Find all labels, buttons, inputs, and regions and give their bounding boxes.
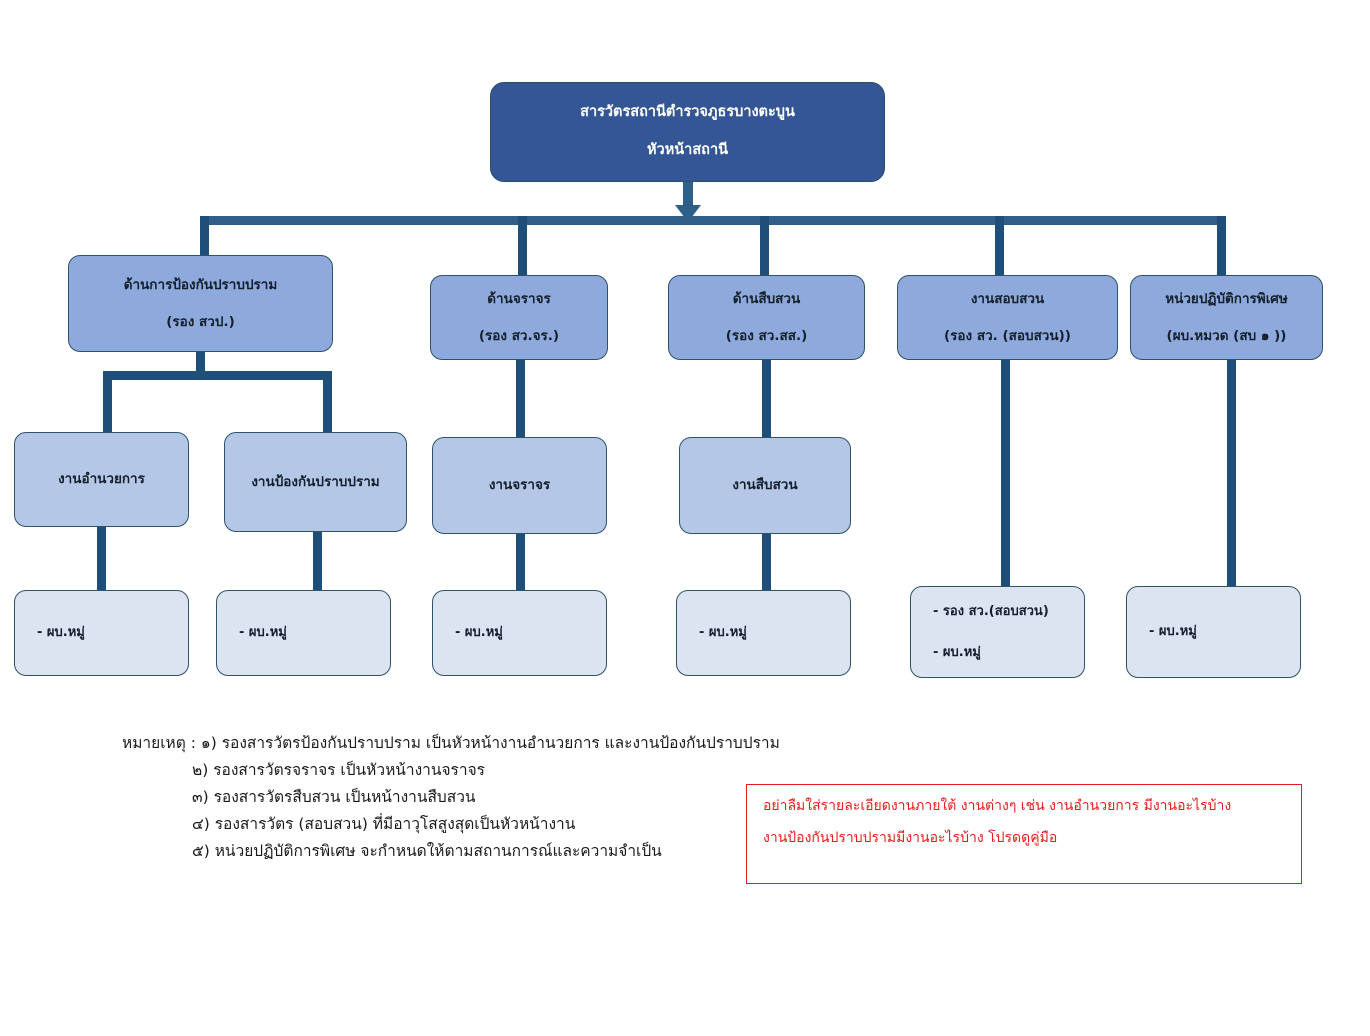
branch-3-title: ด้านสืบสวน — [732, 291, 801, 308]
connector-unit2-to-staff — [313, 532, 322, 593]
staff-1-line-1: - ผบ.หมู่ — [37, 625, 85, 641]
connector-prevention-leg-left — [103, 371, 112, 433]
branch-1-role: (รอง สวป.) — [166, 313, 235, 330]
branch-4-title: งานสอบสวน — [970, 291, 1045, 308]
footnote-1: หมายเหตุ : ๑) รองสารวัตรป้องกันปราบปราม … — [122, 734, 780, 752]
node-staff-administration[interactable]: - ผบ.หมู่ — [14, 590, 189, 676]
branch-4-role: (รอง สว. (สอบสวน)) — [944, 327, 1071, 344]
staff-5-line-2: - ผบ.หมู่ — [933, 645, 981, 660]
node-staff-prevention[interactable]: - ผบ.หมู่ — [216, 590, 391, 676]
node-staff-special-ops[interactable]: - ผบ.หมู่ — [1126, 586, 1301, 678]
node-branch-traffic[interactable]: ด้านจราจร (รอง สว.จร.) — [430, 275, 608, 360]
node-unit-investigation[interactable]: งานสืบสวน — [679, 437, 851, 534]
branch-2-title: ด้านจราจร — [487, 291, 551, 308]
footnote-5: ๕) หน่วยปฏิบัติการพิเศษ จะกำหนดให้ตามสถา… — [192, 842, 662, 860]
staff-6-line-1: - ผบ.หมู่ — [1149, 624, 1197, 640]
warning-line-1: อย่าลืมใส่รายละเอียดงานภายใต้ งานต่างๆ เ… — [763, 798, 1232, 814]
node-unit-traffic[interactable]: งานจราจร — [432, 437, 607, 534]
footnote-3: ๓) รองสารวัตรสืบสวน เป็นหน้างานสืบสวน — [192, 788, 476, 806]
connector-drop-branch-1 — [200, 216, 209, 262]
connector-prevention-bar — [103, 371, 332, 380]
connector-root-stem — [683, 182, 693, 212]
root-title: สารวัตรสถานีตำรวจภูธรบางตะบูน — [580, 104, 795, 121]
staff-5-line-1: - รอง สว.(สอบสวน) — [933, 603, 1049, 619]
branch-2-role: (รอง สว.จร.) — [478, 327, 560, 344]
footnote-4: ๔) รองสารวัตร (สอบสวน) ที่มีอาวุโสสูงสุด… — [192, 815, 576, 833]
connector-prevention-stem — [196, 352, 205, 376]
root-role: หัวหน้าสถานี — [647, 142, 728, 158]
node-staff-investigation[interactable]: - ผบ.หมู่ — [676, 590, 851, 676]
connector-specialops-to-staff — [1227, 360, 1236, 590]
branch-3-role: (รอง สว.สส.) — [725, 327, 808, 344]
warning-line-2: งานป้องกันปราบปรามมีงานอะไรบ้าง โปรดดูคู… — [763, 830, 1058, 846]
connector-drop-branch-5 — [1217, 216, 1226, 279]
connector-drop-branch-2 — [518, 216, 527, 279]
connector-drop-branch-3 — [760, 216, 769, 279]
node-unit-prevention[interactable]: งานป้องกันปราบปราม — [224, 432, 407, 532]
unit-3-title: งานจราจร — [488, 477, 551, 494]
node-branch-investigation[interactable]: ด้านสืบสวน (รอง สว.สส.) — [668, 275, 865, 360]
node-staff-traffic[interactable]: - ผบ.หมู่ — [432, 590, 607, 676]
connector-drop-branch-4 — [995, 216, 1004, 279]
branch-1-title: ด้านการป้องกันปราบปราม — [123, 277, 278, 294]
warning-callout: อย่าลืมใส่รายละเอียดงานภายใต้ งานต่างๆ เ… — [746, 784, 1302, 884]
connector-unit3-to-staff — [516, 534, 525, 593]
node-branch-prevention[interactable]: ด้านการป้องกันปราบปราม (รอง สวป.) — [68, 255, 333, 352]
connector-inquiry-to-staff — [1001, 360, 1010, 590]
connector-traffic-to-unit — [516, 360, 525, 438]
connector-unit4-to-staff — [762, 534, 771, 593]
staff-2-line-1: - ผบ.หมู่ — [239, 625, 287, 641]
unit-2-title: งานป้องกันปราบปราม — [251, 473, 380, 490]
node-staff-inquiry[interactable]: - รอง สว.(สอบสวน) - ผบ.หมู่ — [910, 586, 1085, 678]
staff-4-line-1: - ผบ.หมู่ — [699, 625, 747, 641]
staff-3-line-1: - ผบ.หมู่ — [455, 625, 503, 641]
connector-main-bus — [200, 216, 1226, 225]
branch-5-title: หน่วยปฏิบัติการพิเศษ — [1165, 291, 1288, 308]
node-branch-special-ops[interactable]: หน่วยปฏิบัติการพิเศษ (ผบ.หมวด (สบ ๑ )) — [1130, 275, 1323, 360]
node-unit-administration[interactable]: งานอำนวยการ — [14, 432, 189, 527]
footnote-2: ๒) รองสารวัตรจราจร เป็นหัวหน้างานจราจร — [192, 761, 485, 779]
node-branch-inquiry[interactable]: งานสอบสวน (รอง สว. (สอบสวน)) — [897, 275, 1118, 360]
branch-5-role: (ผบ.หมวด (สบ ๑ )) — [1166, 327, 1287, 344]
connector-investigation-to-unit — [762, 360, 771, 438]
connector-root-arrowhead — [675, 205, 701, 222]
node-root-station-chief[interactable]: สารวัตรสถานีตำรวจภูธรบางตะบูน หัวหน้าสถา… — [490, 82, 885, 182]
connector-unit1-to-staff — [97, 527, 106, 593]
connector-prevention-leg-right — [323, 371, 332, 433]
unit-1-title: งานอำนวยการ — [58, 471, 145, 488]
footnotes: หมายเหตุ : ๑) รองสารวัตรป้องกันปราบปราม … — [122, 734, 822, 871]
unit-4-title: งานสืบสวน — [732, 477, 798, 494]
